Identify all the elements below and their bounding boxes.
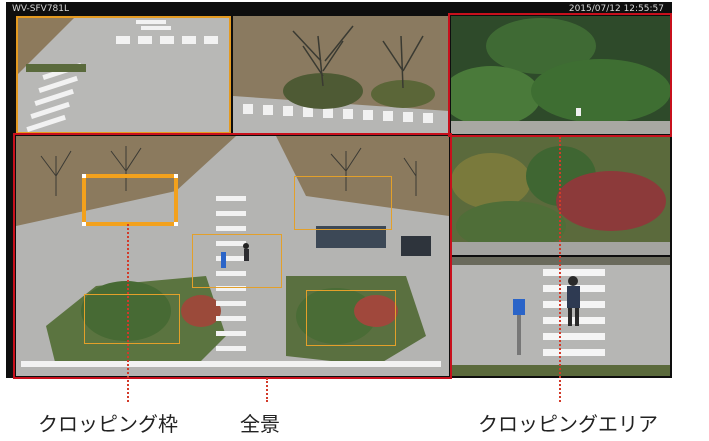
leader-line-crop-frame (127, 224, 129, 402)
leader-line-crop-area (559, 137, 561, 402)
crop-frame-selected[interactable] (82, 174, 178, 226)
crop-view-1-border (16, 16, 231, 134)
crop-frame-4[interactable] (84, 294, 180, 344)
crop-area-frame-top-right (448, 13, 672, 137)
label-overview: 全景 (240, 412, 280, 436)
crop-frame-3[interactable] (192, 234, 282, 288)
overview-tile[interactable] (16, 136, 449, 376)
crop-view-tile-5[interactable] (451, 136, 670, 255)
crop-view-tile-3[interactable] (451, 16, 670, 134)
camera-status-bar: WV-SFV781L 2015/07/12 12:55:57 (6, 2, 672, 16)
leader-line-overview (266, 378, 268, 402)
crop-view-tile-1[interactable] (16, 16, 231, 134)
crop-area-frame-overview (13, 133, 452, 379)
crop-frame-5[interactable] (306, 290, 396, 346)
crop-view-image-2 (233, 16, 449, 134)
crop-view-image-1 (16, 16, 231, 134)
label-crop-frame: クロッピング枠 (38, 412, 178, 436)
camera-model-label: WV-SFV781L (12, 4, 70, 14)
crop-frame-2[interactable] (294, 176, 392, 230)
crop-view-image-3 (451, 16, 670, 134)
crop-view-tile-2[interactable] (233, 16, 449, 134)
timestamp-label: 2015/07/12 12:55:57 (568, 4, 664, 14)
overview-image (16, 136, 449, 376)
crop-view-image-5 (451, 136, 670, 255)
label-crop-area: クロッピングエリア (478, 412, 658, 436)
camera-monitor-view: WV-SFV781L 2015/07/12 12:55:57 (6, 2, 672, 379)
blue-info-sign (513, 299, 525, 315)
